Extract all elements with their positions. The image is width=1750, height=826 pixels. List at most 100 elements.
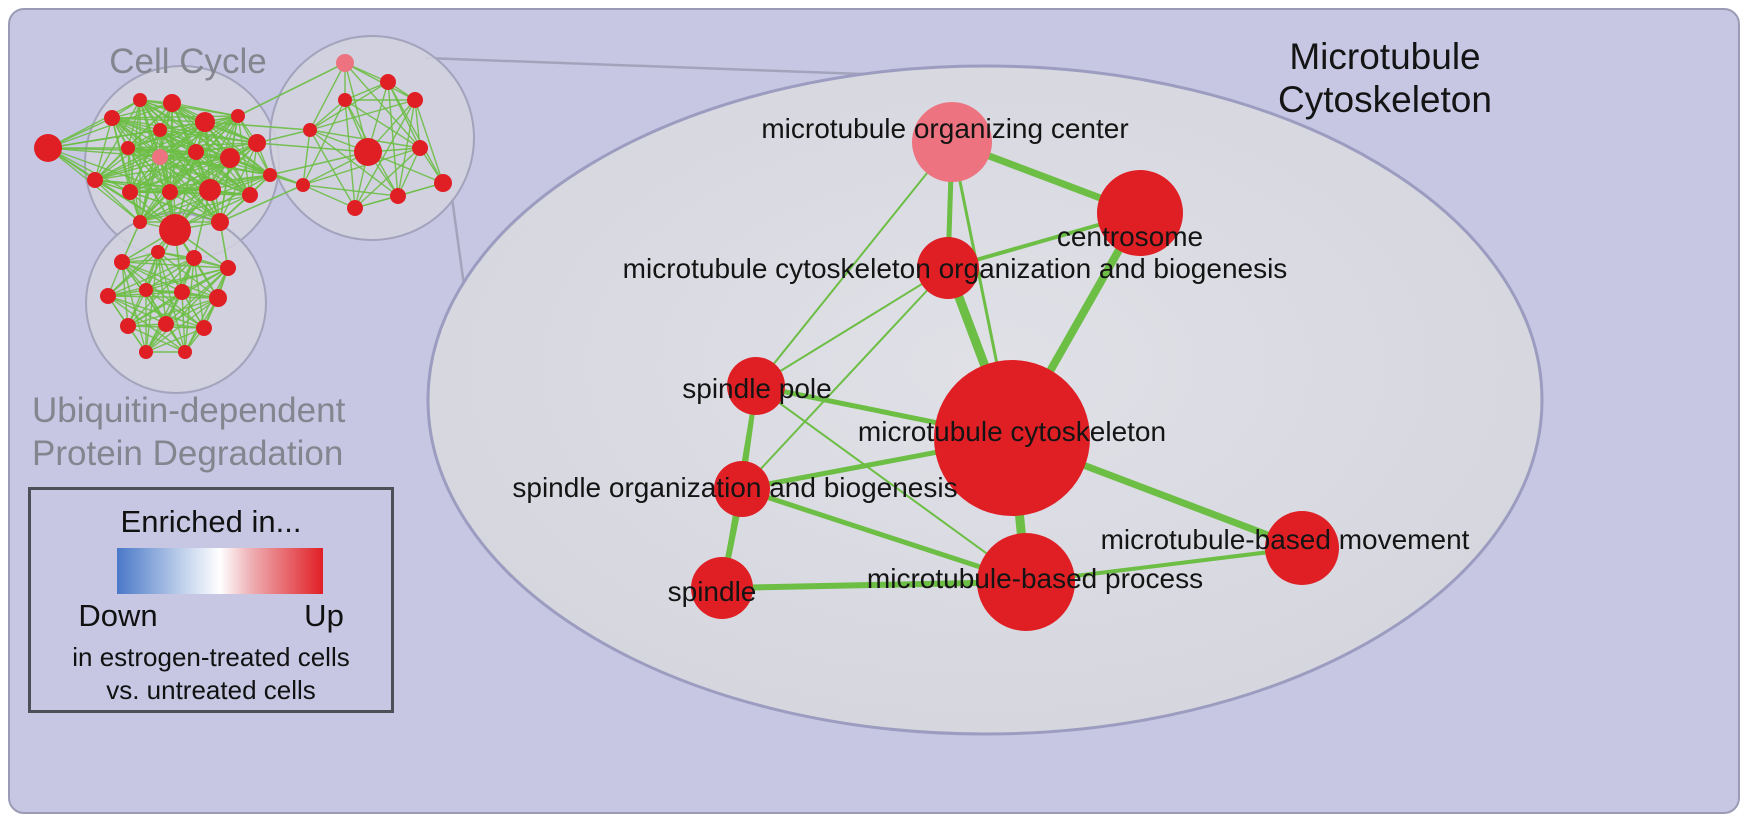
overview-edge xyxy=(107,295,167,325)
legend-gradient-bar xyxy=(117,548,323,594)
overview-node xyxy=(209,289,227,307)
cell-cycle-cluster-label: Cell Cycle xyxy=(109,42,267,81)
overview-edge xyxy=(414,99,444,184)
overview-node xyxy=(220,260,236,276)
overview-edge xyxy=(184,267,229,353)
overview-node xyxy=(338,93,352,107)
node-label-centrosome: centrosome xyxy=(1057,221,1203,252)
overview-edge xyxy=(195,115,239,153)
overview-edge xyxy=(121,261,147,353)
overview-edge xyxy=(127,291,183,327)
edge-moc-spindle_pole xyxy=(755,141,953,387)
overview-node xyxy=(407,92,423,108)
overview-cross-edge xyxy=(237,62,346,117)
overview-edge xyxy=(94,157,231,181)
overview-edge xyxy=(145,327,205,353)
overview-edge xyxy=(139,189,211,223)
overview-node xyxy=(162,184,178,200)
overview-node xyxy=(139,283,153,297)
overview-edge xyxy=(127,325,186,353)
overview-cross-edge xyxy=(269,151,369,176)
overview-edge xyxy=(129,151,197,193)
overview-edge xyxy=(219,157,231,223)
overview-node xyxy=(211,213,229,231)
overview-edge xyxy=(94,129,161,181)
overview-edge xyxy=(309,62,346,131)
legend-up-label: Up xyxy=(304,598,344,633)
overview-node xyxy=(242,187,258,203)
overview-edge xyxy=(107,295,205,329)
edge-mcob-spindle_pole xyxy=(755,267,949,387)
overview-edge xyxy=(129,191,221,223)
overview-cross-edge xyxy=(256,142,369,153)
legend-down-label: Down xyxy=(78,598,158,633)
overview-node xyxy=(152,149,168,165)
overview-edge xyxy=(309,99,416,131)
overview-edge xyxy=(354,147,421,209)
node-centrosome xyxy=(1097,170,1183,256)
overview-edge xyxy=(344,62,416,101)
overview-edge xyxy=(127,297,219,327)
overview-edge xyxy=(47,147,131,193)
overview-node xyxy=(380,74,396,90)
overview-edge xyxy=(127,99,141,149)
overview-node xyxy=(186,250,202,266)
edge-mcob-spindle_org xyxy=(741,267,949,490)
overview-edge xyxy=(302,184,399,197)
ubiquitin-cluster-label: Ubiquitin-dependent Protein Degradation xyxy=(32,390,345,475)
overview-edge xyxy=(309,129,356,209)
overview-edge xyxy=(94,151,197,181)
overview-node xyxy=(159,214,191,246)
overview-edge xyxy=(94,99,141,181)
node-spindle xyxy=(691,557,753,619)
legend-caption-line2: vs. untreated cells xyxy=(106,675,316,705)
overview-edge xyxy=(165,297,219,325)
overview-node xyxy=(231,109,245,123)
overview-node xyxy=(354,138,382,166)
overview-edge xyxy=(344,99,356,209)
overview-cross-edge xyxy=(219,184,304,223)
overview-node xyxy=(158,316,174,332)
overview-node xyxy=(199,179,221,201)
overview-edge xyxy=(121,257,195,263)
detail-title-line1: Microtubule xyxy=(1289,36,1481,77)
detail-ellipse-title: Microtubule Cytoskeleton xyxy=(1268,36,1502,121)
overview-edge xyxy=(145,289,205,329)
node-label-mc: microtubule cytoskeleton xyxy=(858,416,1166,447)
legend-title: Enriched in... xyxy=(120,504,302,539)
node-mc xyxy=(934,360,1090,516)
overview-edge xyxy=(111,102,173,119)
node-label-moc: microtubule organizing center xyxy=(761,113,1128,144)
overview-node xyxy=(174,284,190,300)
overview-edge xyxy=(159,129,211,191)
overview-node xyxy=(188,144,204,160)
overview-node xyxy=(114,254,130,270)
overview-node xyxy=(263,168,277,182)
edge-spindle_org-mb_process xyxy=(739,486,1029,585)
overview-edge xyxy=(309,129,399,197)
overview-node xyxy=(303,123,317,137)
overview-node xyxy=(336,54,354,72)
node-spindle_pole xyxy=(727,357,785,415)
overview-node xyxy=(87,172,103,188)
overview-edge xyxy=(302,184,356,209)
detail-title-line2: Cytoskeleton xyxy=(1278,78,1492,120)
node-moc xyxy=(912,102,992,182)
overview-node xyxy=(296,178,310,192)
overview-edge xyxy=(397,99,416,197)
overview-node xyxy=(412,140,428,156)
overview-edge xyxy=(111,117,206,123)
overview-node xyxy=(133,215,147,229)
overview-edge xyxy=(387,81,444,184)
overview-edge xyxy=(107,295,219,299)
overview-edge xyxy=(193,257,205,329)
overview-edge xyxy=(145,267,229,353)
node-mcob xyxy=(917,237,979,299)
overview-edge xyxy=(111,115,239,119)
node-spindle_org xyxy=(714,461,770,517)
node-label-spindle_org: spindle organization and biogenesis xyxy=(512,472,957,503)
overview-node xyxy=(121,141,135,155)
overview-edge xyxy=(344,62,421,149)
